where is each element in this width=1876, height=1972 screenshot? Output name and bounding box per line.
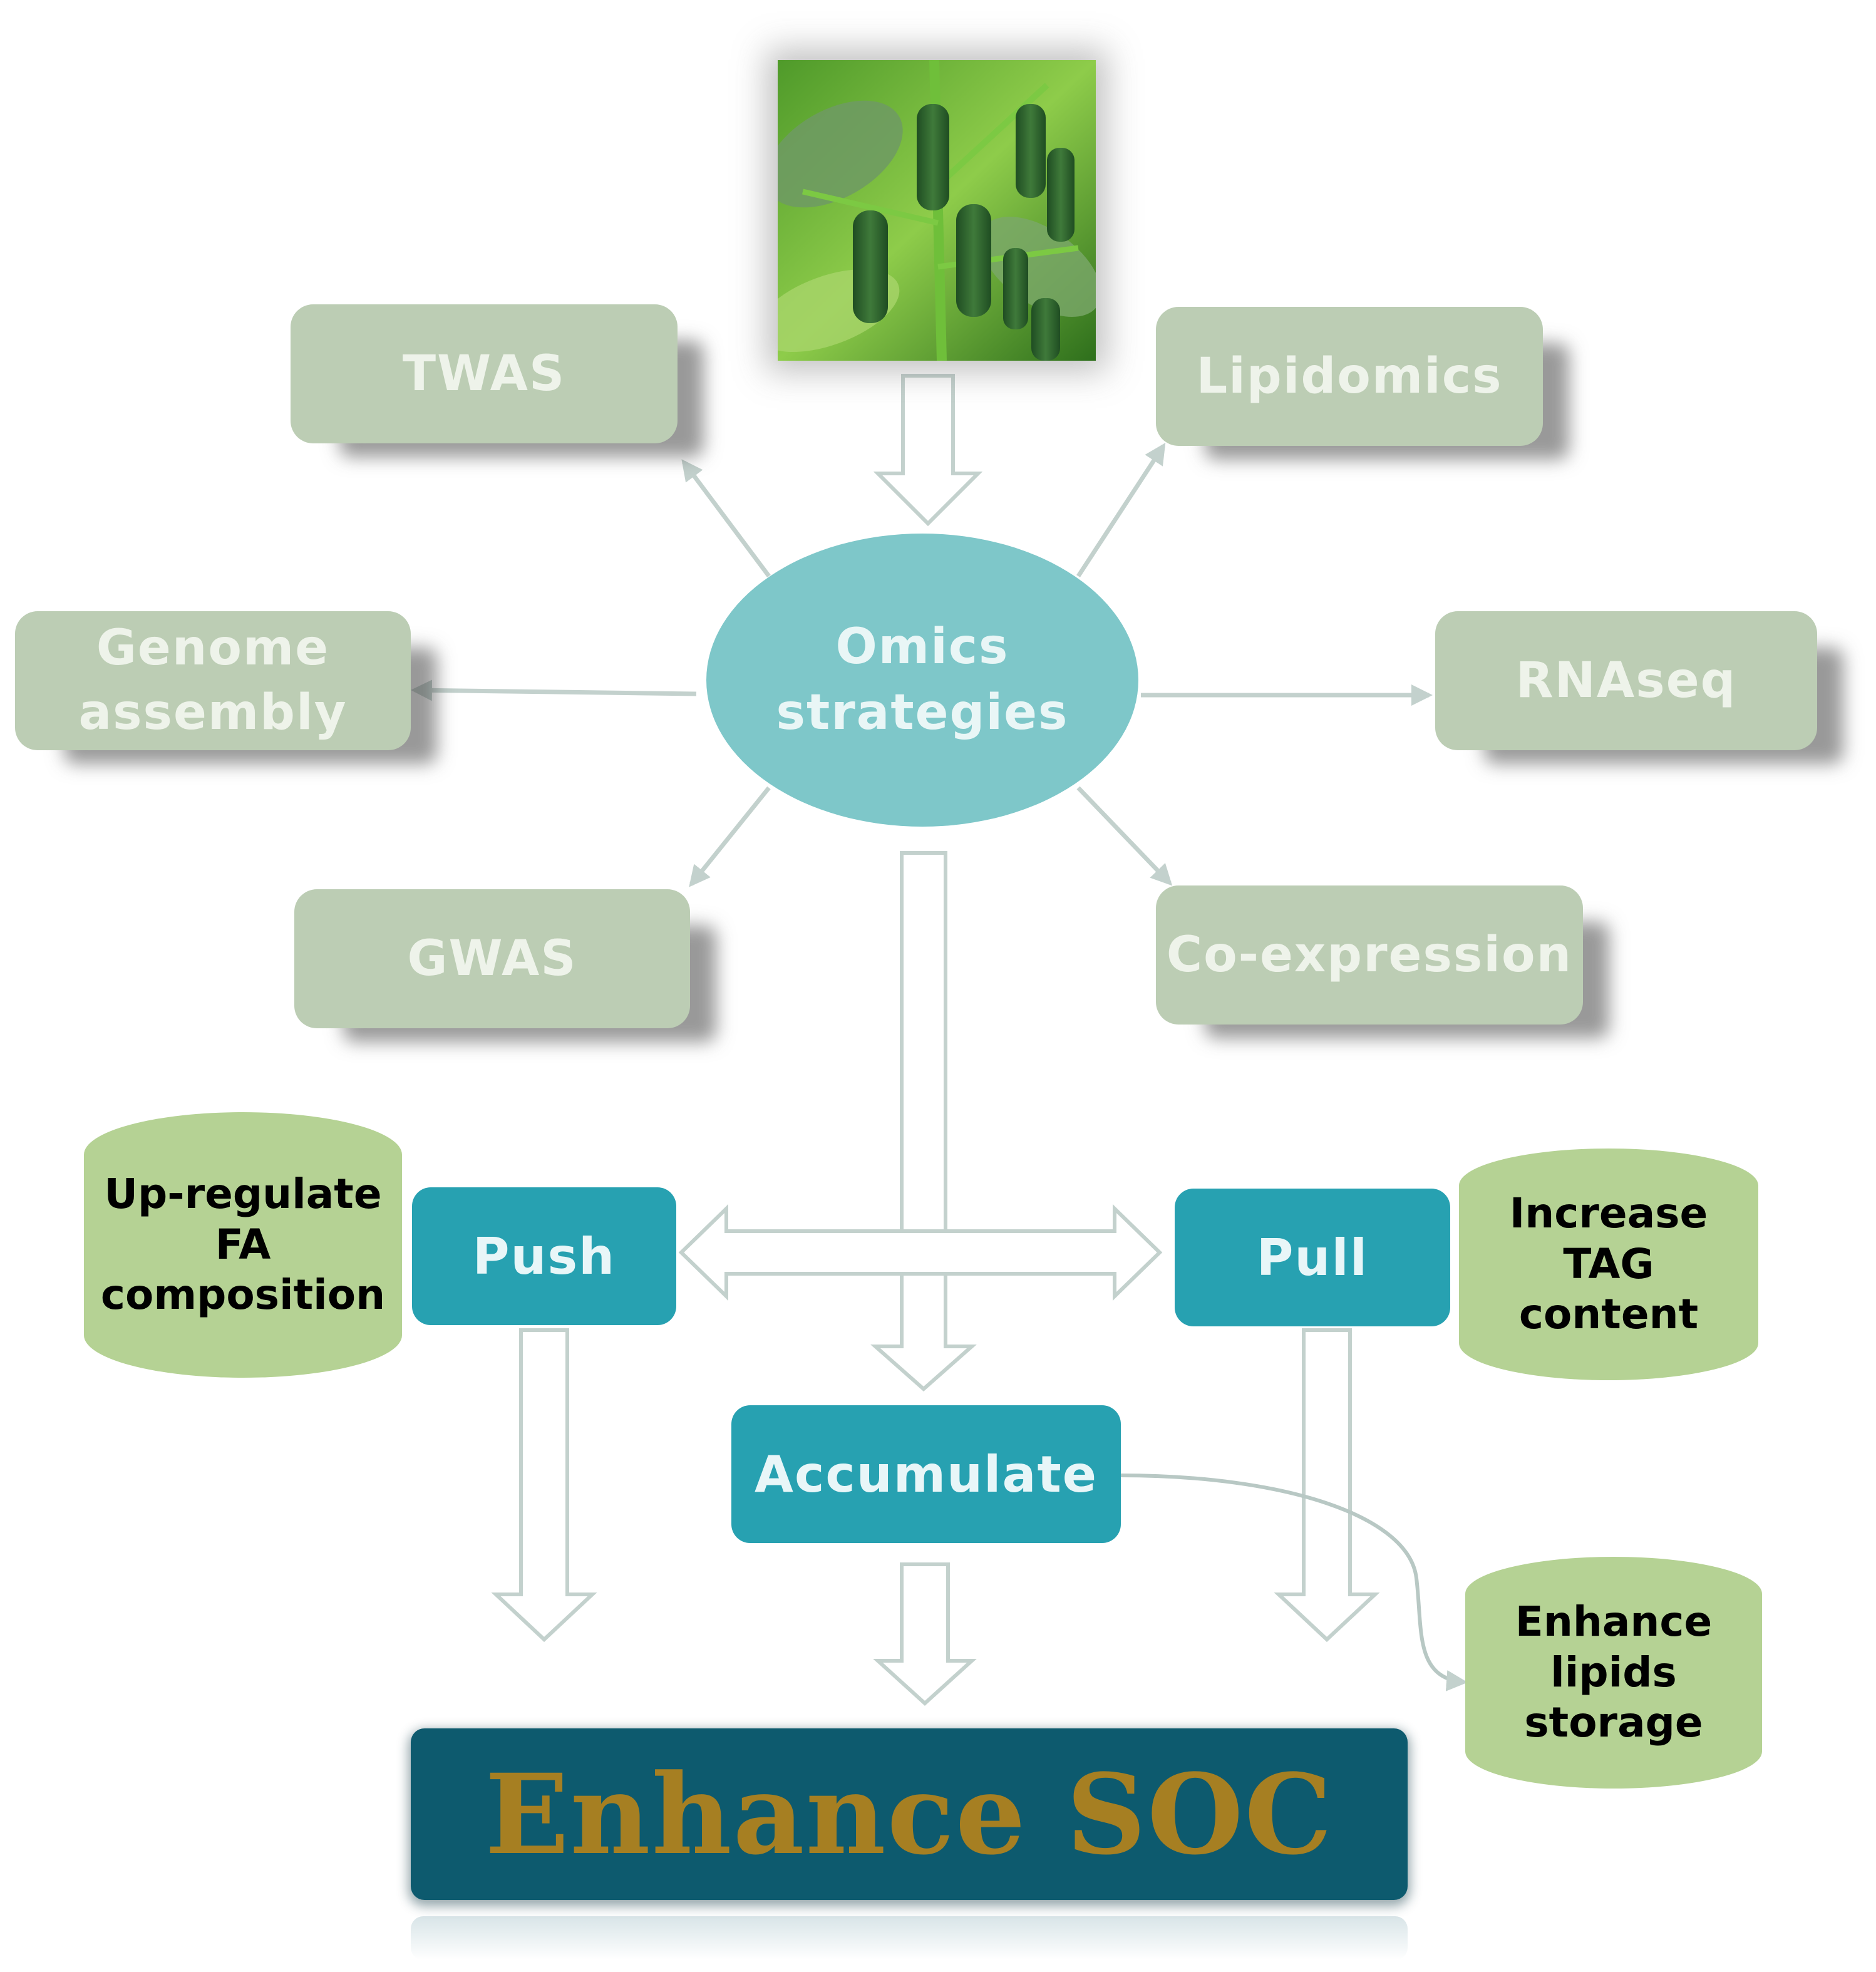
block-arrow-pull-to-goal	[1274, 1328, 1380, 1643]
block-arrow-push-to-goal	[491, 1328, 597, 1643]
push-box: Push	[412, 1187, 676, 1325]
block-arrow-accumulate-to-goal	[873, 1562, 977, 1706]
accumulate-box: Accumulate	[731, 1405, 1121, 1543]
genome-assembly-box: Genome assembly	[15, 611, 411, 750]
arrow-crossing	[904, 1233, 944, 1272]
up-regulate-fa-cylinder: Up-regulate FA composition	[84, 1112, 402, 1378]
rnaseq-box: RNAseq	[1435, 611, 1817, 750]
arrow-to-gwas	[689, 786, 771, 887]
block-arrow-photo-to-hub	[873, 374, 983, 527]
enhance-lipids-storage-cylinder: Enhance lipids storage	[1465, 1557, 1762, 1789]
arrow-to-lipidomics	[1076, 442, 1166, 577]
lipidomics-box: Lipidomics	[1156, 307, 1543, 446]
goal-reflection	[411, 1916, 1408, 1960]
sesame-plant-photo	[778, 60, 1096, 361]
increase-tag-cylinder: Increase TAG content	[1459, 1149, 1758, 1380]
arrow-to-genome-assembly	[411, 679, 697, 701]
arrow-accumulate-to-storage	[1120, 1474, 1468, 1691]
omics-strategies-hub: Omics strategies	[706, 534, 1138, 827]
enhance-soc-banner: Enhance SOC	[411, 1728, 1408, 1900]
pull-box: Pull	[1175, 1189, 1450, 1326]
plant-illustration	[778, 60, 1096, 361]
twas-box: TWAS	[291, 304, 678, 443]
arrow-to-twas	[681, 459, 771, 578]
arrow-to-coexpression	[1076, 786, 1173, 886]
gwas-box: GWAS	[294, 889, 690, 1028]
block-arrow-hub-to-accumulate	[870, 851, 977, 1392]
coexpression-box: Co-expression	[1156, 885, 1583, 1025]
goal-label: Enhance SOC	[485, 1749, 1334, 1879]
